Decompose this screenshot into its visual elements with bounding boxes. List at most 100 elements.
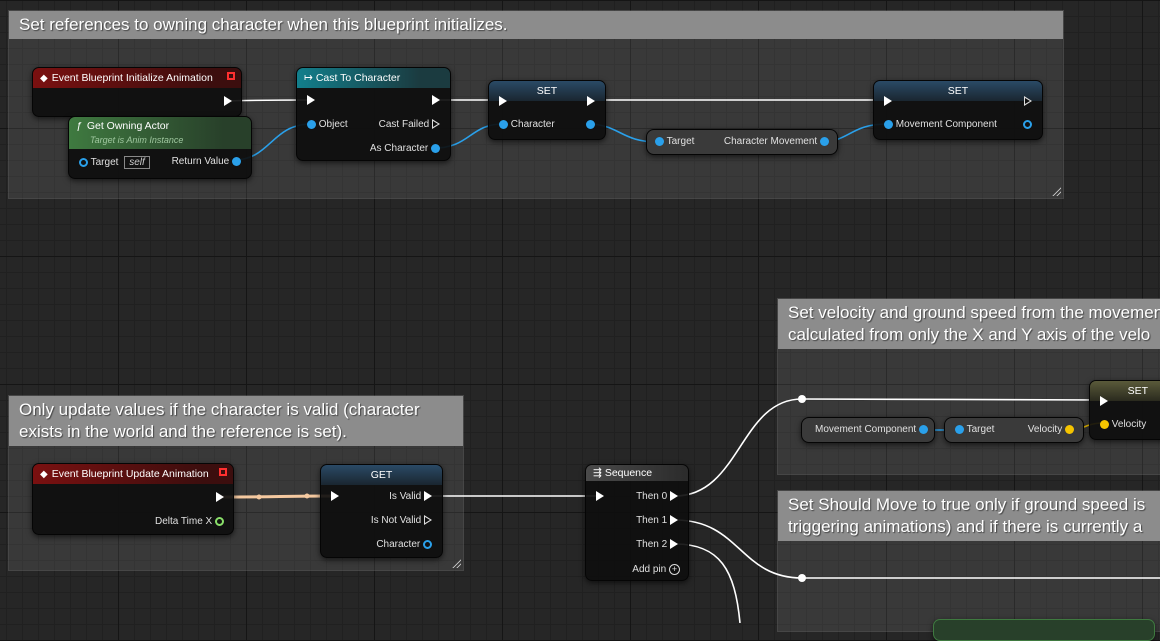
get-validated-header: GET xyxy=(321,465,442,485)
cast-header: ↦Cast To Character xyxy=(297,68,450,88)
event-diamond-icon: ◆ xyxy=(40,469,48,480)
cast-arrow-icon: ↦ xyxy=(304,72,313,84)
set-character-node[interactable]: SET Character xyxy=(488,80,606,140)
character-pin[interactable] xyxy=(499,119,508,129)
get-velocity-node[interactable]: Target Velocity xyxy=(944,417,1084,443)
target-value-field[interactable]: self xyxy=(124,156,150,169)
target-pin[interactable] xyxy=(79,157,88,167)
event-initialize-header: ◆Event Blueprint Initialize Animation xyxy=(33,68,241,88)
exec-out-pin[interactable] xyxy=(1024,96,1032,107)
movement-component-var-label: Movement Component xyxy=(815,424,917,435)
exec-in-pin[interactable] xyxy=(307,95,315,106)
movement-component-pin[interactable] xyxy=(884,119,893,129)
target-label: Target xyxy=(90,157,119,168)
event-diamond-icon: ◆ xyxy=(40,73,48,84)
target-pin[interactable] xyxy=(655,136,664,146)
exec-out-pin[interactable] xyxy=(216,492,224,503)
then-1-label: Then 1 xyxy=(636,515,668,526)
cast-to-character-node[interactable]: ↦Cast To Character Object Cast Failed As… xyxy=(296,67,451,161)
set-velocity-title: SET xyxy=(1127,385,1148,397)
character-label: Character xyxy=(510,119,555,130)
delegate-pin-icon[interactable] xyxy=(219,468,227,476)
is-not-valid-label: Is Not Valid xyxy=(370,515,422,526)
object-pin[interactable] xyxy=(307,119,316,129)
exec-in-pin[interactable] xyxy=(331,491,339,502)
is-valid-label: Is Valid xyxy=(389,491,422,502)
exec-in-pin[interactable] xyxy=(1100,396,1108,407)
exec-in-pin[interactable] xyxy=(499,96,507,107)
sequence-icon: ⇶ xyxy=(593,467,602,479)
as-character-pin[interactable] xyxy=(431,143,440,153)
get-owning-actor-header: ƒ Get Owning Actor Target is Anim Instanc… xyxy=(69,117,251,149)
velocity-label: Velocity xyxy=(1111,419,1147,430)
set-velocity-node[interactable]: SET Velocity xyxy=(1089,380,1160,440)
event-initialize-node[interactable]: ◆Event Blueprint Initialize Animation xyxy=(32,67,242,117)
object-label: Object xyxy=(318,119,348,130)
partial-function-node[interactable] xyxy=(933,619,1155,641)
sequence-title: Sequence xyxy=(604,467,653,479)
movement-component-label: Movement Component xyxy=(895,119,997,130)
set-movement-header: SET xyxy=(874,81,1042,101)
movement-component-var-node[interactable]: Movement Component xyxy=(801,417,935,443)
exec-in-pin[interactable] xyxy=(884,96,892,107)
resize-grip-icon[interactable] xyxy=(451,558,461,568)
delta-time-label: Delta Time X xyxy=(154,516,213,527)
function-f-icon: ƒ xyxy=(76,120,82,132)
cast-failed-pin[interactable] xyxy=(432,119,440,130)
comment-should-move[interactable]: Set Should Move to true only if ground s… xyxy=(777,490,1160,632)
character-pin[interactable] xyxy=(423,539,432,549)
velocity-pin[interactable] xyxy=(1065,424,1074,434)
comment-should-move-title: Set Should Move to true only if ground s… xyxy=(778,491,1160,541)
velocity-label: Velocity xyxy=(1027,424,1063,435)
character-movement-pin[interactable] xyxy=(820,136,829,146)
comment-init-title: Set references to owning character when … xyxy=(9,11,1063,39)
set-movement-component-node[interactable]: SET Movement Component xyxy=(873,80,1043,140)
event-update-title: Event Blueprint Update Animation xyxy=(51,468,209,480)
velocity-pin[interactable] xyxy=(1100,419,1109,429)
target-label: Target xyxy=(666,136,695,147)
character-label: Character xyxy=(376,539,421,550)
set-velocity-header: SET xyxy=(1090,381,1160,401)
movement-component-var-pin[interactable] xyxy=(918,424,928,434)
exec-out-pin[interactable] xyxy=(224,96,232,107)
sequence-header: ⇶Sequence xyxy=(586,465,688,481)
return-value-label: Return Value xyxy=(171,156,230,167)
exec-in-pin[interactable] xyxy=(596,491,604,502)
exec-out-pin[interactable] xyxy=(432,95,440,106)
set-character-header: SET xyxy=(489,81,605,101)
event-initialize-title: Event Blueprint Initialize Animation xyxy=(51,72,213,84)
then-0-pin[interactable] xyxy=(670,491,678,502)
resize-grip-icon[interactable] xyxy=(1051,186,1061,196)
is-valid-pin[interactable] xyxy=(424,491,432,502)
then-2-label: Then 2 xyxy=(636,539,668,550)
is-not-valid-pin[interactable] xyxy=(424,515,432,526)
comment-update-title: Only update values if the character is v… xyxy=(9,396,463,446)
get-owning-actor-node[interactable]: ƒ Get Owning Actor Target is Anim Instanc… xyxy=(68,116,252,179)
character-movement-label: Character Movement xyxy=(723,136,818,147)
get-character-movement-node[interactable]: Target Character Movement xyxy=(646,129,838,155)
event-update-header: ◆Event Blueprint Update Animation xyxy=(33,464,233,484)
get-owning-actor-subtitle: Target is Anim Instance xyxy=(90,135,184,145)
add-pin-button[interactable]: Add pin + xyxy=(632,564,680,575)
reroute-node[interactable] xyxy=(798,574,806,582)
return-value-pin[interactable] xyxy=(232,156,241,166)
delegate-pin-icon[interactable] xyxy=(227,72,235,80)
exec-out-pin[interactable] xyxy=(587,96,595,107)
character-out-pin[interactable] xyxy=(586,119,595,129)
comment-velocity[interactable]: Set velocity and ground speed from the m… xyxy=(777,298,1160,475)
plus-circle-icon: + xyxy=(669,564,680,575)
delta-time-pin[interactable] xyxy=(215,516,224,526)
target-label: Target xyxy=(966,424,995,435)
cast-failed-label: Cast Failed xyxy=(378,119,430,130)
event-update-node[interactable]: ◆Event Blueprint Update Animation Delta … xyxy=(32,463,234,535)
reroute-node[interactable] xyxy=(798,395,806,403)
then-0-label: Then 0 xyxy=(636,491,668,502)
target-pin[interactable] xyxy=(955,424,964,434)
then-2-pin[interactable] xyxy=(670,539,678,550)
get-owning-actor-title: Get Owning Actor xyxy=(86,120,170,132)
movement-component-out-pin[interactable] xyxy=(1023,119,1032,129)
get-character-validated-node[interactable]: GET Is Valid Is Not Valid Character xyxy=(320,464,443,558)
then-1-pin[interactable] xyxy=(670,515,678,526)
add-pin-label: Add pin xyxy=(632,564,667,575)
sequence-node[interactable]: ⇶Sequence Then 0 Then 1 Then 2 Add pin + xyxy=(585,464,689,581)
